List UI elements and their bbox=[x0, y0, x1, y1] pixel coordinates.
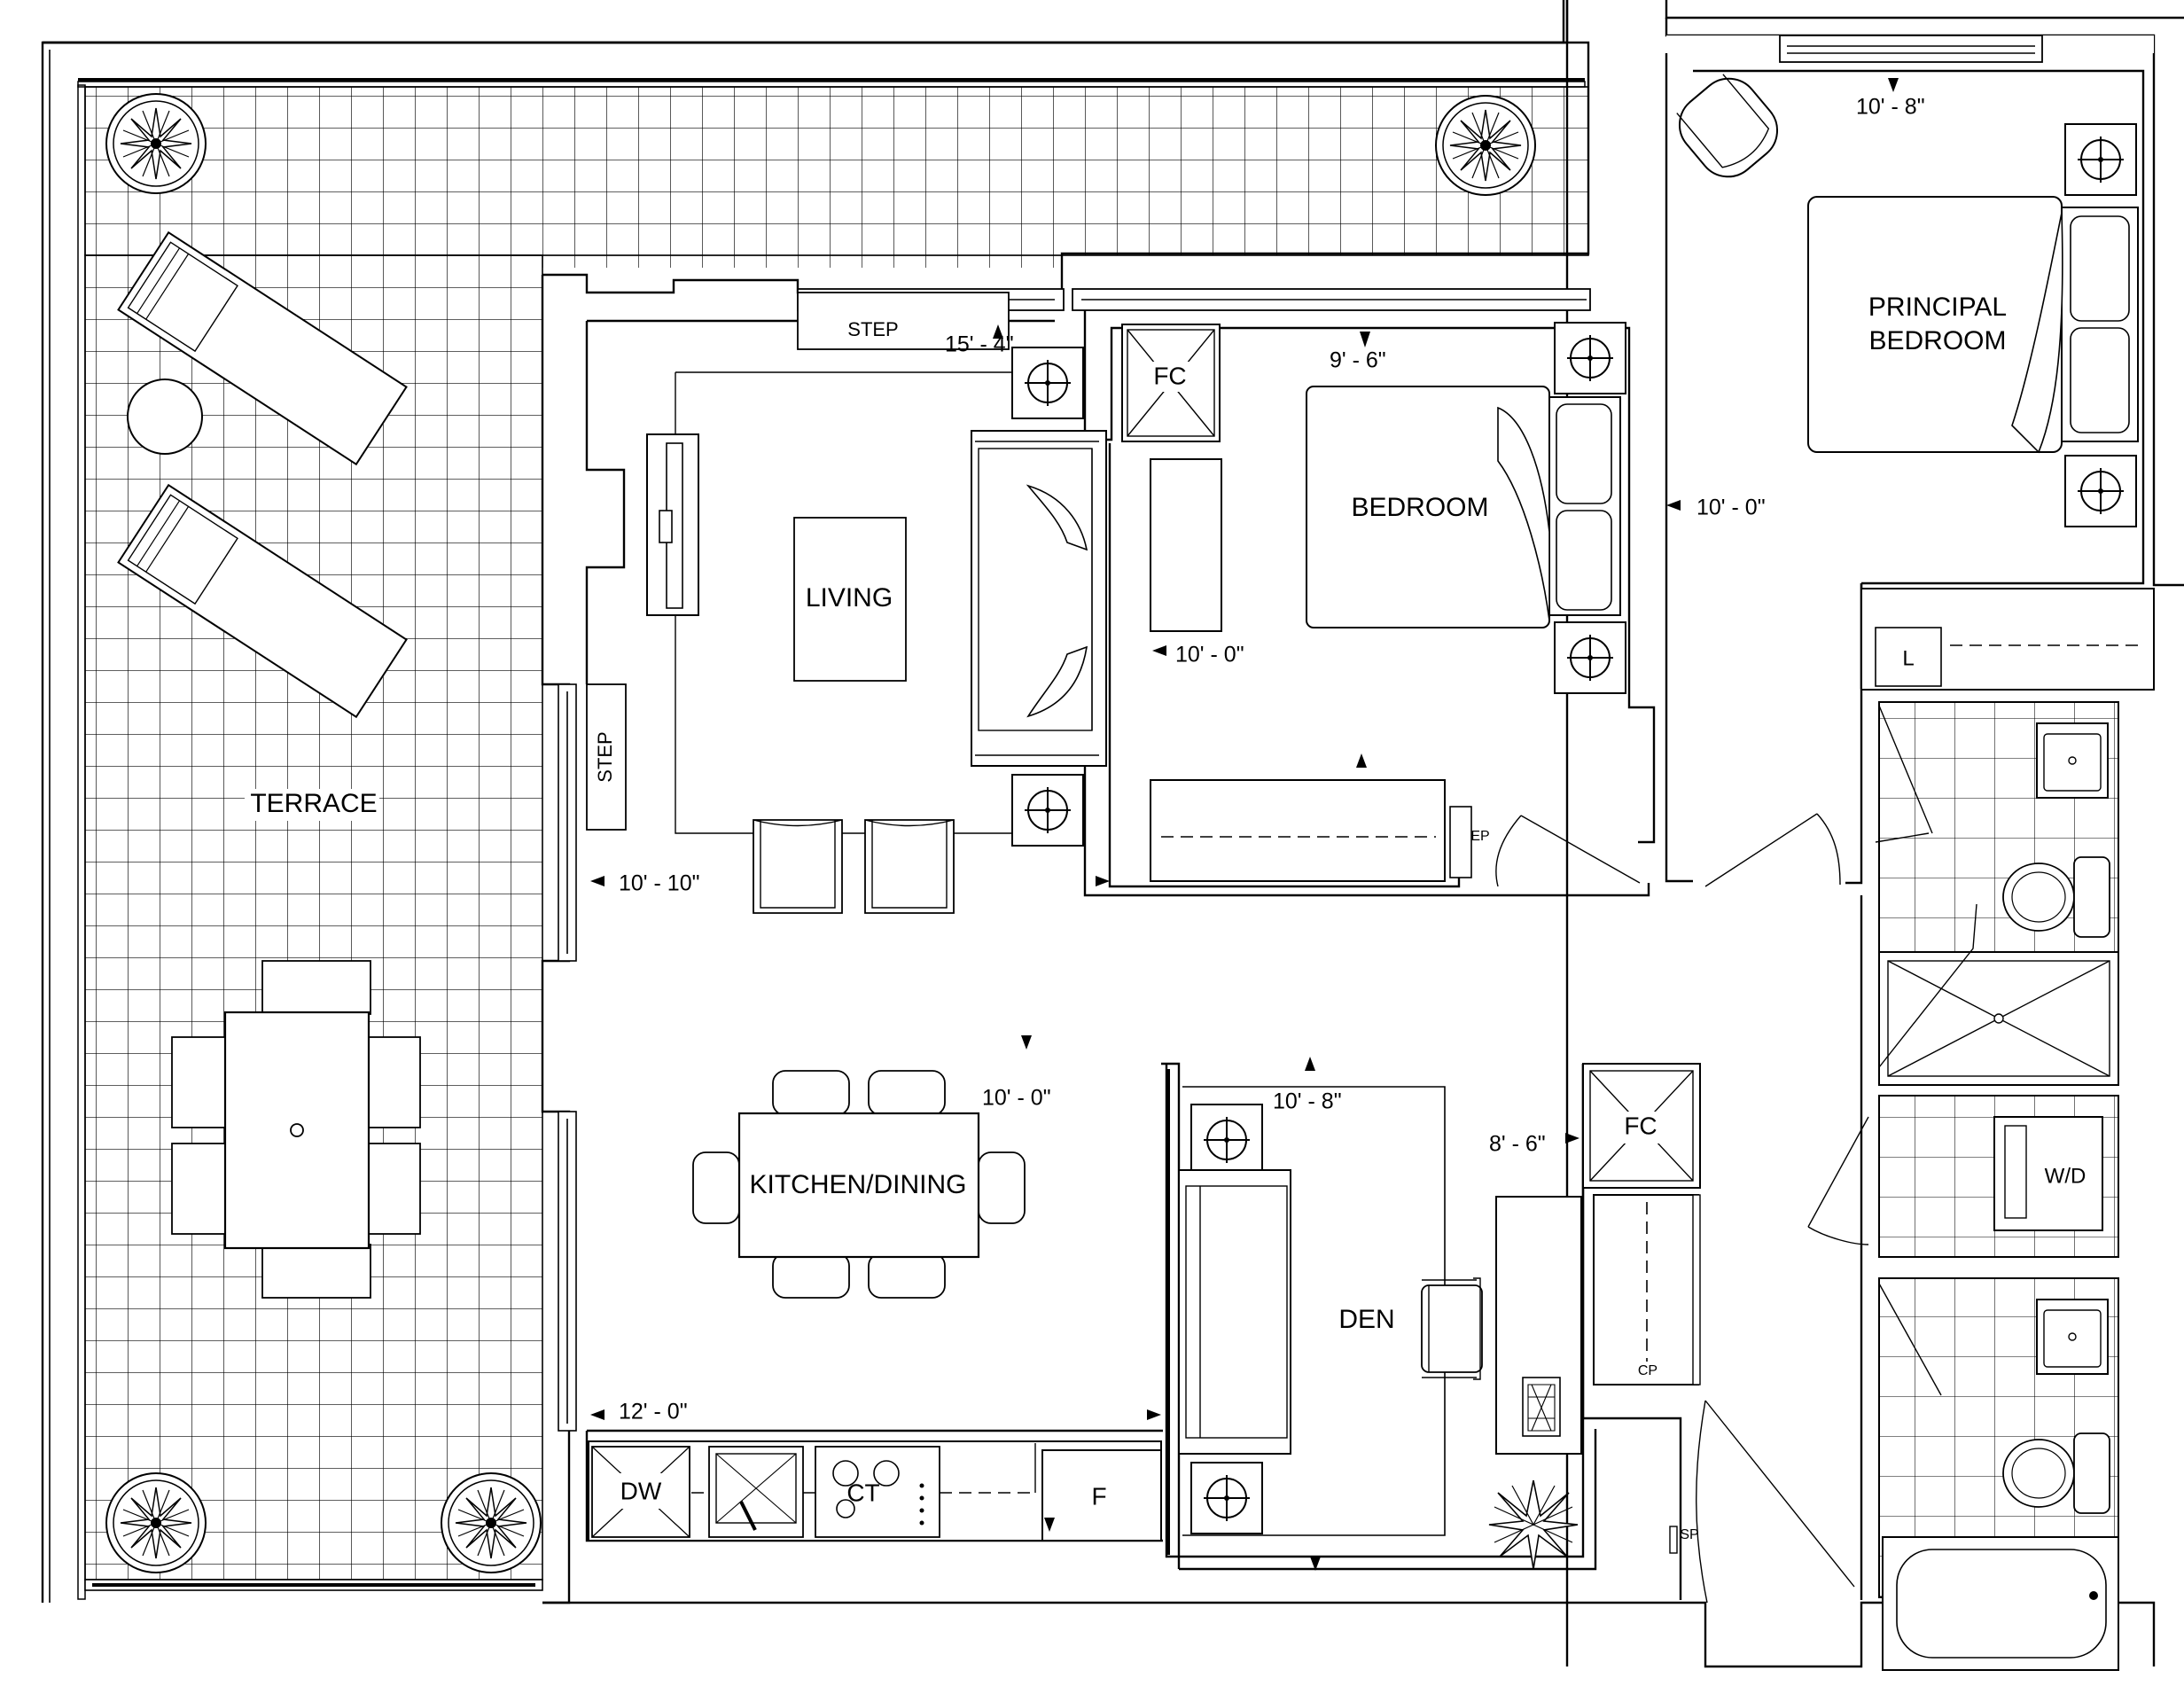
receptacle-icon bbox=[1554, 621, 1626, 694]
f-label: F bbox=[1091, 1482, 1106, 1510]
desk-icon bbox=[1495, 1196, 1582, 1455]
laundry: W/D bbox=[1807, 1095, 2119, 1258]
receptacle-icon bbox=[2064, 455, 2137, 527]
coat-closet: CP bbox=[1593, 1194, 1701, 1385]
bathroom-door bbox=[1878, 1283, 1942, 1396]
den-depth-dim: 8' - 6" bbox=[1489, 1132, 1546, 1157]
armchair-icon bbox=[753, 819, 843, 914]
outdoor-dining-set-icon bbox=[171, 960, 421, 1299]
principal-depth-dim: 10' - 0" bbox=[1696, 496, 1766, 520]
kitchen-width-dim: 12' - 0" bbox=[619, 1400, 688, 1425]
step-label: STEP bbox=[594, 731, 616, 782]
ep-label: EP bbox=[1470, 829, 1489, 844]
wd-label: W/D bbox=[2045, 1164, 2086, 1188]
kitchen-sink-icon bbox=[708, 1446, 804, 1538]
living-width-dim: 15' - 4" bbox=[945, 332, 1014, 357]
receptacle-icon bbox=[1011, 774, 1084, 847]
sofa-icon bbox=[971, 430, 1107, 767]
den-width-dim: 10' - 8" bbox=[1273, 1089, 1342, 1114]
principal-bedroom-label-line2: BEDROOM bbox=[1868, 326, 2006, 355]
principal-door bbox=[1704, 813, 1841, 887]
planter-icon bbox=[1435, 95, 1536, 196]
cooktop-icon: CT bbox=[815, 1446, 940, 1538]
kitchen-dining: KITCHEN/DINING DW CT bbox=[588, 1070, 1162, 1542]
sink-icon bbox=[2036, 1299, 2109, 1375]
bedroom-label: BEDROOM bbox=[1351, 493, 1488, 522]
living-room: STEP STEP LIVING bbox=[586, 292, 1107, 914]
bed-icon bbox=[1306, 386, 1621, 628]
l-label: L bbox=[1902, 646, 1914, 670]
dimension-markers bbox=[590, 78, 1899, 1571]
ensuite bbox=[1875, 701, 2119, 1086]
plant-icon bbox=[1488, 1479, 1579, 1570]
closet: EP bbox=[1150, 779, 1490, 882]
bedroom-width-dim: 9' - 6" bbox=[1330, 348, 1386, 373]
bedroom-depth-dim: 10' - 0" bbox=[1175, 643, 1244, 667]
ct-label: CT bbox=[846, 1479, 879, 1506]
receptacle-icon bbox=[1554, 322, 1626, 394]
dresser-icon bbox=[1150, 458, 1222, 632]
den: FC CP DEN bbox=[1166, 1063, 1701, 1570]
coffee-table-icon bbox=[793, 517, 907, 682]
ensuite-door bbox=[1875, 705, 1977, 1068]
toilet-icon bbox=[2002, 856, 2110, 938]
kitchen-height-dim: 10' - 0" bbox=[982, 1086, 1051, 1111]
laundry-door bbox=[1807, 1116, 1869, 1245]
principal-width-dim: 10' - 8" bbox=[1856, 95, 1925, 120]
linen-closet: L bbox=[1860, 588, 2155, 691]
desk-chair-icon bbox=[1421, 1277, 1483, 1380]
planter-icon bbox=[105, 93, 207, 194]
bedroom-door bbox=[1495, 815, 1641, 887]
shower-icon bbox=[1878, 951, 2119, 1086]
kitchen-counter: DW CT F bbox=[588, 1440, 1162, 1542]
fan-coil-unit: FC bbox=[1582, 1063, 1701, 1189]
bathroom bbox=[1878, 1277, 2119, 1671]
principal-bedroom-label-line1: PRINCIPAL bbox=[1868, 293, 2007, 322]
terrace-label: TERRACE bbox=[250, 789, 377, 818]
dining-set-icon bbox=[692, 1070, 1026, 1299]
kitchen-dining-label: KITCHEN/DINING bbox=[749, 1170, 966, 1199]
side-table-icon bbox=[127, 379, 203, 455]
receptacle-icon bbox=[1190, 1104, 1263, 1176]
receptacle-icon bbox=[1190, 1462, 1263, 1534]
terrace: TERRACE bbox=[41, 0, 1589, 1603]
living-label: LIVING bbox=[806, 583, 893, 613]
lounge-chair-icon bbox=[117, 483, 408, 719]
planter-icon bbox=[105, 1472, 207, 1573]
armchair-icon bbox=[864, 819, 955, 914]
principal-bedroom: PRINCIPAL BEDROOM bbox=[1676, 74, 2139, 887]
lounge-chair-icon bbox=[117, 230, 408, 466]
step-label: STEP bbox=[847, 318, 898, 340]
sofa-icon bbox=[1178, 1169, 1291, 1455]
tv-icon bbox=[646, 433, 699, 616]
receptacle-icon bbox=[1011, 347, 1084, 419]
service-rooms: L W/D bbox=[1807, 588, 2155, 1671]
dw-label: DW bbox=[620, 1477, 662, 1504]
fan-coil-unit: FC bbox=[1121, 324, 1221, 442]
receptacle-icon bbox=[2064, 123, 2137, 196]
dimension-labels: 10' - 8" 10' - 0" 15' - 4" 9' - 6" 10' -… bbox=[619, 95, 1925, 1425]
bed-icon bbox=[1807, 196, 2139, 454]
entry-door: SP bbox=[1669, 1400, 1855, 1604]
accent-chair-icon bbox=[1676, 74, 1779, 178]
fridge-icon: F bbox=[1041, 1449, 1162, 1542]
fc-label: FC bbox=[1624, 1112, 1657, 1139]
bathtub-icon bbox=[1882, 1536, 2119, 1671]
den-label: DEN bbox=[1338, 1305, 1394, 1334]
bedroom: FC EP BEDROOM bbox=[1121, 322, 1641, 887]
fc-label: FC bbox=[1153, 362, 1186, 389]
toilet-icon bbox=[2002, 1432, 2110, 1514]
sink-icon bbox=[2036, 722, 2109, 799]
planter-icon bbox=[441, 1472, 542, 1573]
sp-label: SP bbox=[1680, 1527, 1698, 1542]
cp-label: CP bbox=[1638, 1363, 1658, 1378]
living-depth-dim: 10' - 10" bbox=[619, 871, 699, 896]
